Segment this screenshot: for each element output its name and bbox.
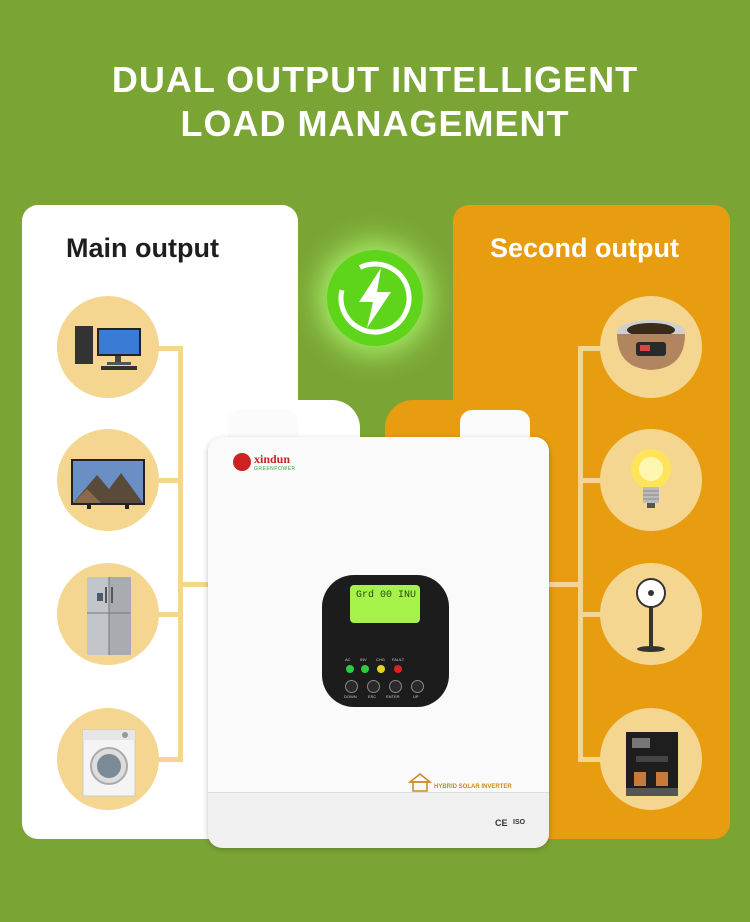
ce-mark: CE [495, 818, 508, 828]
main-output-title: Main output [66, 233, 219, 263]
led-label-inv: INV [360, 657, 367, 662]
enter-button[interactable] [389, 680, 402, 693]
coffee-machine-icon [600, 708, 702, 810]
inverter-bottom-band [208, 792, 549, 848]
esc-button[interactable] [367, 680, 380, 693]
main-connector-h3 [158, 612, 183, 617]
led-chg [377, 665, 385, 673]
electric-fan-icon [600, 563, 702, 665]
enter-button-label: ENTER [386, 694, 400, 699]
led-inv [361, 665, 369, 673]
iso-mark: ISO [513, 819, 526, 826]
main-connector-vertical [178, 346, 183, 762]
lcd-display [350, 585, 420, 623]
up-button-label: UP [413, 694, 419, 699]
television-icon [57, 429, 159, 531]
brand-logo-icon [233, 453, 251, 471]
main-connector-h1 [158, 346, 183, 351]
lightning-bolt-icon [327, 250, 423, 346]
main-connector-to-device [178, 582, 210, 587]
desktop-computer-icon [57, 296, 159, 398]
light-bulb-icon [600, 429, 702, 531]
second-connector-h3 [578, 612, 603, 617]
second-output-title: Second output [490, 233, 679, 263]
second-connector-h1 [578, 346, 603, 351]
led-label-chg: CHG [376, 657, 385, 662]
main-connector-h2 [158, 478, 183, 483]
led-ac [346, 665, 354, 673]
washing-machine-icon [57, 708, 159, 810]
up-button[interactable] [411, 680, 424, 693]
heading-line-1: DUAL OUTPUT INTELLIGENT [111, 59, 639, 100]
solar-house-icon [407, 772, 433, 792]
down-button[interactable] [345, 680, 358, 693]
second-connector-h2 [578, 478, 603, 483]
led-fault [394, 665, 402, 673]
down-button-label: DOWN [344, 694, 357, 699]
heading: DUAL OUTPUT INTELLIGENT LOAD MANAGEMENT [0, 58, 750, 146]
second-connector-to-device [549, 582, 581, 587]
second-connector-vertical [578, 346, 583, 762]
brand-name: xindun [254, 452, 291, 466]
heading-line-2: LOAD MANAGEMENT [180, 103, 570, 144]
brand-subtitle: GREENPOWER [254, 466, 296, 472]
esc-button-label: ESC [368, 694, 377, 699]
lcd-text: Grd 00 INU [356, 590, 417, 601]
rice-cooker-icon [600, 296, 702, 398]
led-label-fault: FAULT [392, 657, 405, 662]
refrigerator-icon [57, 563, 159, 665]
main-connector-h4 [158, 757, 183, 762]
second-connector-h4 [578, 757, 603, 762]
led-label-ac: AC [345, 657, 351, 662]
product-label: HYBRID SOLAR INVERTER [434, 784, 512, 790]
